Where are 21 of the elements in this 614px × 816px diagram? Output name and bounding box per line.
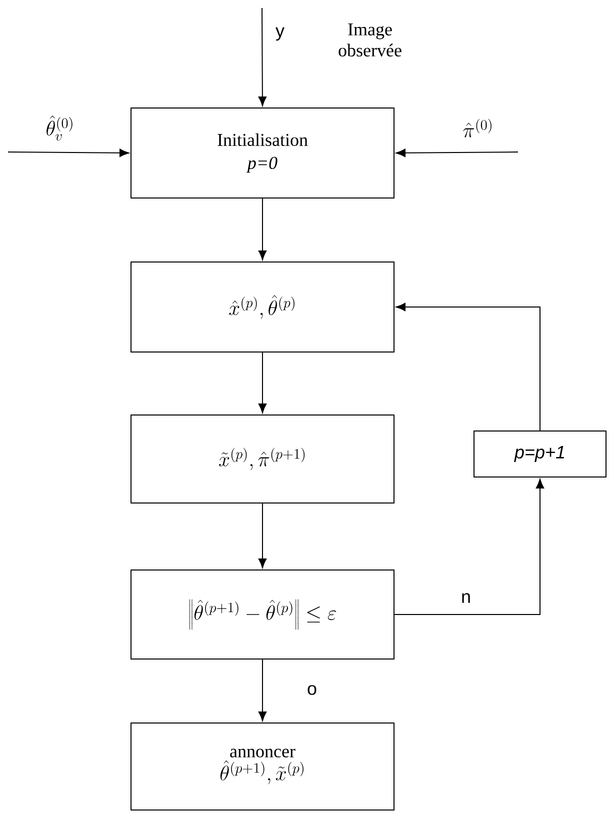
edge-label: o <box>308 685 316 695</box>
process-box: $\left\|\hat{\theta}^{(p+1)}-\hat{\theta}^{(p)}\right\|\leq\varepsilon$ <box>130 570 394 660</box>
arrow <box>258 8 267 106</box>
arrow <box>396 148 518 157</box>
arrow <box>258 352 267 414</box>
edge-label: n <box>462 593 470 603</box>
process-box: $\hat{x}^{(p)},\hat{\theta}^{(p)}$ <box>130 262 394 352</box>
edge-label: $\hat{\pi}^{(0)}$ <box>463 118 492 138</box>
arrow <box>396 302 540 431</box>
process-box: $\tilde{x}^{(p)},\hat{\pi}^{(p+1)}$ <box>130 414 394 504</box>
arrow <box>8 148 130 157</box>
arrow <box>258 659 267 722</box>
caption-text: Image observée <box>338 24 402 56</box>
edge-label: y <box>276 27 284 41</box>
process-box: p=p+1 <box>474 430 606 478</box>
process-box: annoncer $\hat{\theta}^{(p+1)},\tilde{x}^{(p)}$ <box>130 722 394 810</box>
edge-label: $\hat{\theta}_{v}^{(0)}$ <box>46 116 72 141</box>
arrow <box>394 478 544 615</box>
arrow <box>258 198 267 260</box>
arrow <box>258 503 267 568</box>
process-box: Initialisation p=0 <box>130 108 394 198</box>
